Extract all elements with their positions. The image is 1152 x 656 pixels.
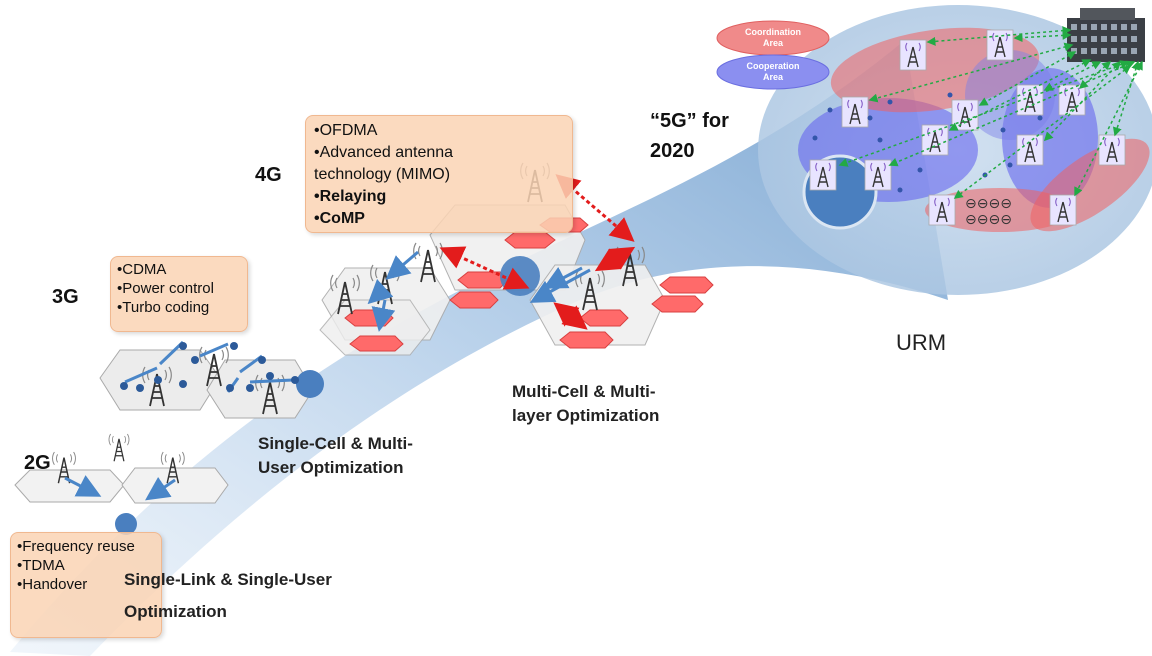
label-5g: “5G” for 2020 [650, 106, 729, 166]
coordination-legend-line1: Coordination [745, 27, 801, 37]
label-5g-line2: 2020 [650, 140, 695, 162]
label-4g: 4G [255, 164, 282, 186]
stage-single-link-line1: Single-Link & Single-User [124, 570, 332, 589]
svg-text:⊖⊖⊖⊖: ⊖⊖⊖⊖ [965, 212, 1012, 228]
2g-cells [14, 433, 229, 535]
urm-label: URM [896, 330, 947, 355]
stage-single-cell-line1: Single-Cell & Multi- [258, 434, 413, 453]
evolution-band [10, 40, 948, 656]
feature-3g-item: Turbo coding [117, 298, 241, 317]
feature-2g-item: TDMA [17, 556, 155, 575]
cooperation-legend-line1: Cooperation [747, 61, 800, 71]
stage-single-link: Single-Link & Single-User Optimization [124, 568, 332, 624]
5g-cluster: ⊖⊖⊖⊖ ⊖⊖⊖⊖ [798, 8, 1150, 232]
feature-3g-item: CDMA [117, 260, 241, 279]
feature-3g-item: Power control [117, 279, 241, 298]
stage-single-cell-line2: User Optimization [258, 458, 404, 477]
cooperation-legend-line2: Area [763, 72, 784, 82]
svg-text:⊖⊖⊖⊖: ⊖⊖⊖⊖ [965, 196, 1012, 212]
stage-single-cell: Single-Cell & Multi- User Optimization [258, 432, 413, 480]
label-3g: 3G [52, 286, 79, 308]
label-5g-line1: “5G” for [650, 110, 729, 132]
feature-4g-item: OFDMA [314, 120, 564, 142]
stage-multi-cell-line1: Multi-Cell & Multi- [512, 382, 656, 401]
stage-multi-cell: Multi-Cell & Multi- layer Optimization [512, 380, 659, 428]
server-building-icon [1067, 8, 1145, 62]
features-3g: CDMA Power control Turbo coding [110, 256, 248, 332]
cooperation-area-legend [716, 54, 830, 90]
3g-cells [99, 340, 324, 419]
feature-4g-item: Advanced antenna technology (MIMO) [314, 142, 494, 186]
feature-2g-item: Frequency reuse [17, 537, 155, 556]
label-2g: 2G [24, 452, 51, 474]
feature-4g-item: CoMP [314, 208, 564, 230]
features-2g: Frequency reuse TDMA Handover [10, 532, 162, 638]
stage-multi-cell-line2: layer Optimization [512, 406, 660, 425]
feature-2g-item: Handover [17, 575, 155, 594]
feature-4g-item: Relaying [314, 186, 564, 208]
coordination-legend-line2: Area [763, 38, 784, 48]
stage-single-link-line2: Optimization [124, 602, 227, 621]
features-4g: OFDMA Advanced antenna technology (MIMO)… [305, 115, 573, 233]
